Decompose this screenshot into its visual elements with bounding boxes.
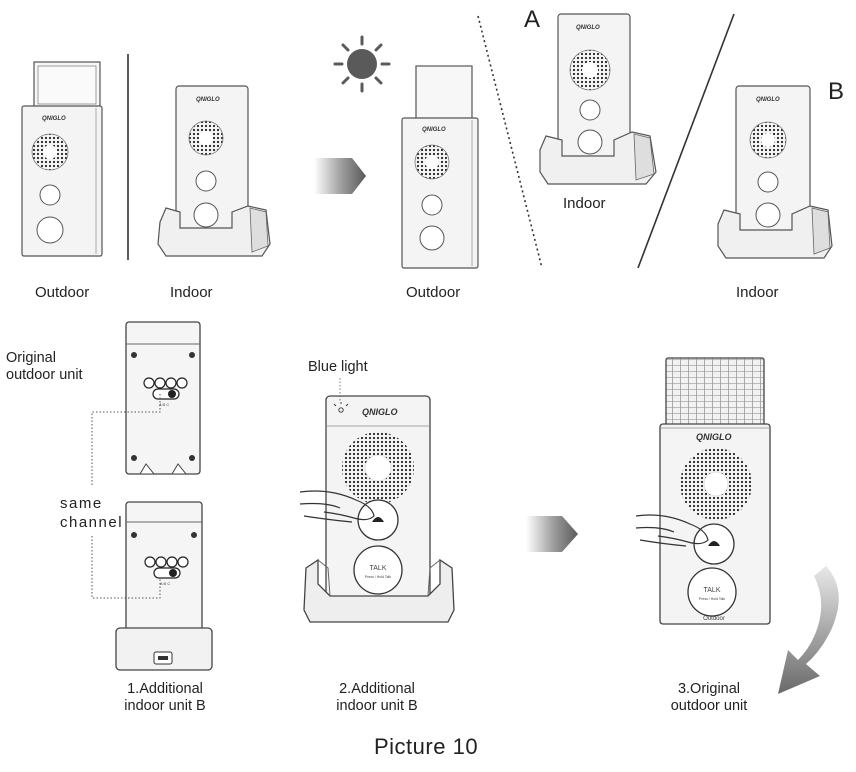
dotted-divider bbox=[477, 15, 543, 269]
original-outdoor-unit-back: A B C bbox=[125, 321, 201, 475]
svg-text:A B C: A B C bbox=[159, 402, 169, 407]
letter-b: B bbox=[828, 78, 845, 105]
hand-illustration bbox=[299, 490, 375, 523]
label-outdoor-left: Outdoor bbox=[35, 284, 90, 301]
bell-icon bbox=[372, 517, 384, 522]
talk-sub-label: Press / Hold Talk bbox=[699, 597, 725, 601]
hand-illustration bbox=[635, 514, 709, 547]
outdoor-unit-top-left: QNIGLO bbox=[21, 61, 103, 257]
slash-divider bbox=[637, 13, 735, 269]
brand-text: QNIGLO bbox=[696, 432, 732, 442]
outdoor-unit-top-middle: QNIGLO bbox=[401, 65, 479, 269]
label-blue-light: Blue light bbox=[308, 359, 368, 375]
outdoor-tag: Outdoor bbox=[703, 616, 725, 622]
brand-text: QNIGLO bbox=[422, 127, 446, 133]
bell-icon bbox=[708, 541, 720, 546]
label-indoor-b: Indoor bbox=[736, 284, 779, 301]
label-step3: 3.Original outdoor unit bbox=[670, 681, 748, 714]
label-original-outdoor-unit: Original outdoor unit bbox=[6, 350, 83, 383]
brand-text: QNIGLO bbox=[576, 25, 600, 31]
additional-indoor-unit-b-front: QNIGLO TALK Press / Hold Talk bbox=[299, 378, 455, 623]
letter-a: A bbox=[524, 6, 541, 33]
blue-light-icon bbox=[333, 402, 349, 413]
indoor-unit-a: QNIGLO bbox=[539, 13, 657, 185]
curved-arrow-icon bbox=[778, 566, 839, 694]
channel-connector bbox=[91, 394, 161, 599]
indoor-unit-b: QNIGLO bbox=[717, 85, 833, 259]
additional-indoor-unit-b-back: A B C bbox=[115, 501, 213, 671]
indoor-unit-top-left: QNIGLO bbox=[157, 85, 271, 257]
brand-text: QNIGLO bbox=[362, 407, 398, 417]
gradient-arrow-icon bbox=[526, 516, 578, 552]
label-step1: 1.Additional indoor unit B bbox=[124, 681, 206, 714]
original-outdoor-unit-front: QNIGLO TALK Press / Hold Talk Outdoor bbox=[635, 357, 771, 625]
svg-text:A B C: A B C bbox=[160, 581, 170, 586]
figure-caption: Picture 10 bbox=[374, 734, 479, 759]
label-indoor-a: Indoor bbox=[563, 195, 606, 212]
label-same-channel: same channel bbox=[60, 495, 124, 531]
sun-icon bbox=[333, 35, 391, 93]
label-outdoor-middle: Outdoor bbox=[406, 284, 461, 301]
talk-button-label: TALK bbox=[704, 587, 721, 594]
brand-text: QNIGLO bbox=[42, 116, 66, 122]
brand-text: QNIGLO bbox=[196, 97, 220, 103]
talk-button-label: TALK bbox=[370, 565, 387, 572]
talk-sub-label: Press / Hold Talk bbox=[365, 575, 391, 579]
label-step2: 2.Additional indoor unit B bbox=[336, 681, 418, 714]
label-indoor-left: Indoor bbox=[170, 284, 213, 301]
gradient-arrow-icon bbox=[314, 158, 366, 194]
brand-text: QNIGLO bbox=[756, 97, 780, 103]
